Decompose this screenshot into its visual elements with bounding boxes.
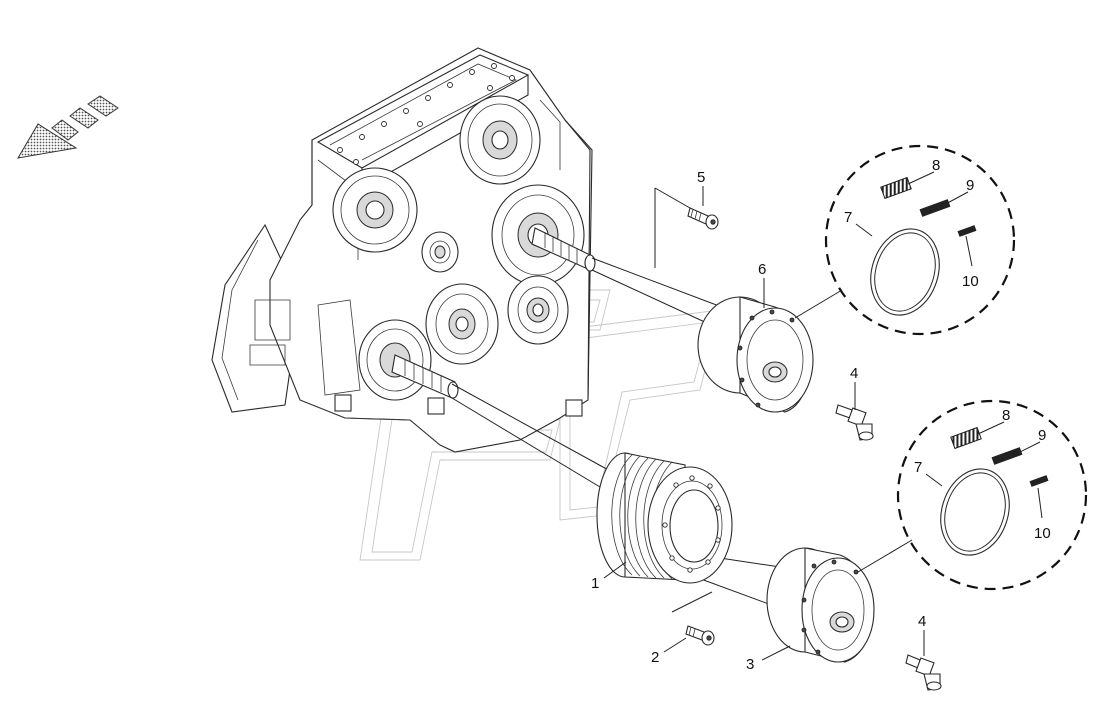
callout-10-lower: 10 [1034, 525, 1051, 542]
housing-flange-right-lower [507, 275, 569, 345]
screw-lower [685, 625, 715, 646]
callout-labels: 1 2 3 4 4 5 6 7 8 9 10 7 8 9 10 [591, 157, 1051, 673]
callout-8-upper: 8 [932, 157, 940, 174]
elbow-fitting-lower [905, 654, 942, 691]
pulley-bolts [662, 475, 721, 573]
callout-9-upper: 9 [966, 177, 974, 194]
callout-4-lower: 4 [918, 613, 926, 630]
housing-flange-center [425, 283, 499, 365]
callout-7-lower: 7 [914, 459, 922, 476]
detail-circle-lower [857, 399, 1088, 591]
housing-flange-upper-left [332, 167, 418, 253]
callout-6: 6 [758, 261, 766, 278]
lid-bolts [337, 63, 515, 165]
callout-leaders [603, 171, 1043, 661]
elbow-fitting-upper [835, 404, 874, 441]
coupling-upper [697, 296, 814, 413]
callout-3: 3 [746, 656, 754, 673]
housing-flange-upper-right [459, 95, 541, 185]
coupling-upper-bolts [737, 309, 795, 408]
callout-10-upper: 10 [962, 273, 979, 290]
coupling-lower-bolts [801, 559, 859, 655]
housing-plug [421, 231, 459, 273]
screw-upper [687, 207, 719, 230]
callout-9-lower: 9 [1038, 427, 1046, 444]
coupling-lower [766, 547, 875, 663]
pulley [596, 452, 733, 584]
direction-arrow-icon [17, 95, 119, 159]
callout-8-lower: 8 [1002, 407, 1010, 424]
detail-circle-upper [794, 144, 1016, 336]
callout-5: 5 [697, 169, 705, 186]
callout-1: 1 [591, 575, 599, 592]
gearbox-housing [211, 47, 593, 453]
callout-7-upper: 7 [844, 209, 852, 226]
callout-2: 2 [651, 649, 659, 666]
output-shaft-upper [531, 227, 596, 272]
callout-4-upper: 4 [850, 365, 858, 382]
